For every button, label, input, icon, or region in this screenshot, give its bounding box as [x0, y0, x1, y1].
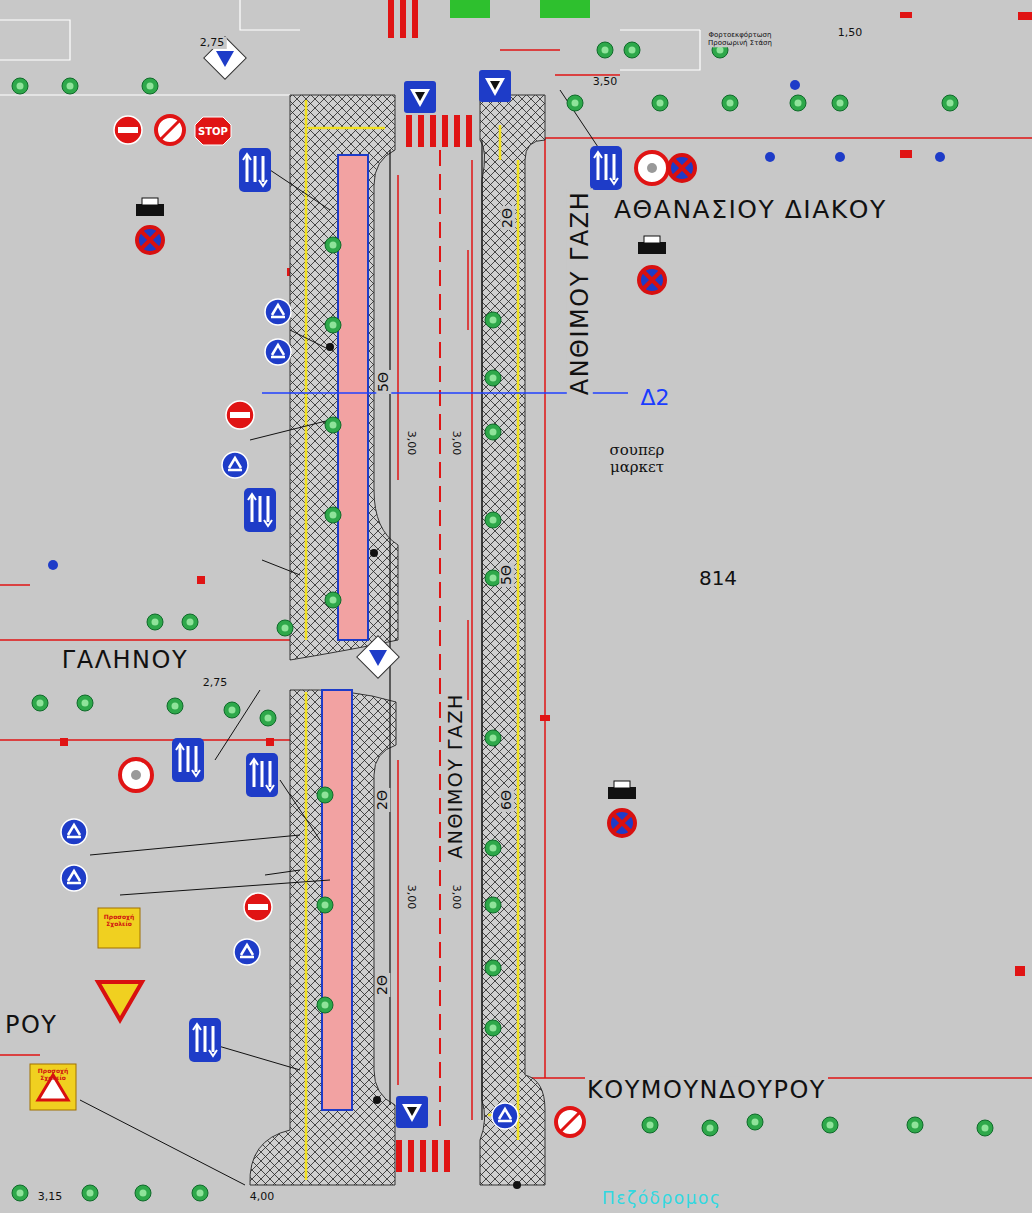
bike-lane [322, 155, 368, 1110]
street-name: ΑΝΘΙΜΟΥ ΓΑΖΗ [567, 189, 593, 398]
dimension: 4,00 [248, 1191, 277, 1203]
sidewalk [250, 95, 545, 1185]
lane-code: 5Θ [499, 563, 514, 587]
street-name: ΓΑΛΗΝΟΥ [60, 647, 190, 673]
street-name: ΑΘΑΝΑΣΙΟΥ ΔΙΑΚΟΥ [612, 196, 889, 224]
dimension: 3,00 [405, 883, 417, 912]
street-name: Πεζόδρομος [600, 1189, 723, 1208]
leader-line [80, 90, 600, 1185]
place-name: σουπερ μαρκετ [599, 442, 675, 475]
green-patch [450, 0, 590, 18]
dimension: 2,75 [198, 37, 227, 49]
section-label: Δ2 [638, 386, 671, 410]
curb-line [390, 140, 482, 1120]
street-name: ΑΝΘΙΜΟΥ ΓΑΖΗ [445, 691, 466, 861]
tree [12, 42, 993, 1201]
dimension: 1,50 [836, 27, 865, 39]
sign-text: STOP [198, 126, 228, 137]
crosswalk [388, 0, 472, 1172]
dimension: 3,00 [450, 883, 462, 912]
street-name: ΚΟΥΜΟΥΝΔΟΥΡΟΥ [585, 1077, 828, 1103]
sign-text: Προσοχή Σχολείο [33, 1068, 73, 1081]
lane-code: 2Θ [500, 206, 515, 230]
dimension: 3,00 [405, 429, 417, 458]
lane-code: 2Θ [375, 973, 390, 997]
dimension: 3,50 [591, 76, 620, 88]
lot-number: 814 [697, 567, 739, 589]
dimension: 3,00 [450, 429, 462, 458]
sign-text: Φορτοεκφόρτωση Προσωρινή Στάση [703, 32, 777, 47]
traffic-sign [30, 37, 695, 1189]
dimension: 3,15 [36, 1191, 65, 1203]
street-name: ΡΟΥ [3, 1012, 60, 1038]
yellow-line [306, 100, 520, 1180]
building-outline [0, 0, 700, 95]
lane-code: 2Θ [375, 788, 390, 812]
lane-marking [398, 50, 620, 1130]
dimension: 2,75 [201, 677, 230, 689]
sign-text: Προσοχή Σχολείο [101, 914, 137, 927]
lane-code: 6Θ [499, 788, 514, 812]
lane-code: 5Θ [376, 370, 391, 394]
marker [60, 12, 1032, 1088]
